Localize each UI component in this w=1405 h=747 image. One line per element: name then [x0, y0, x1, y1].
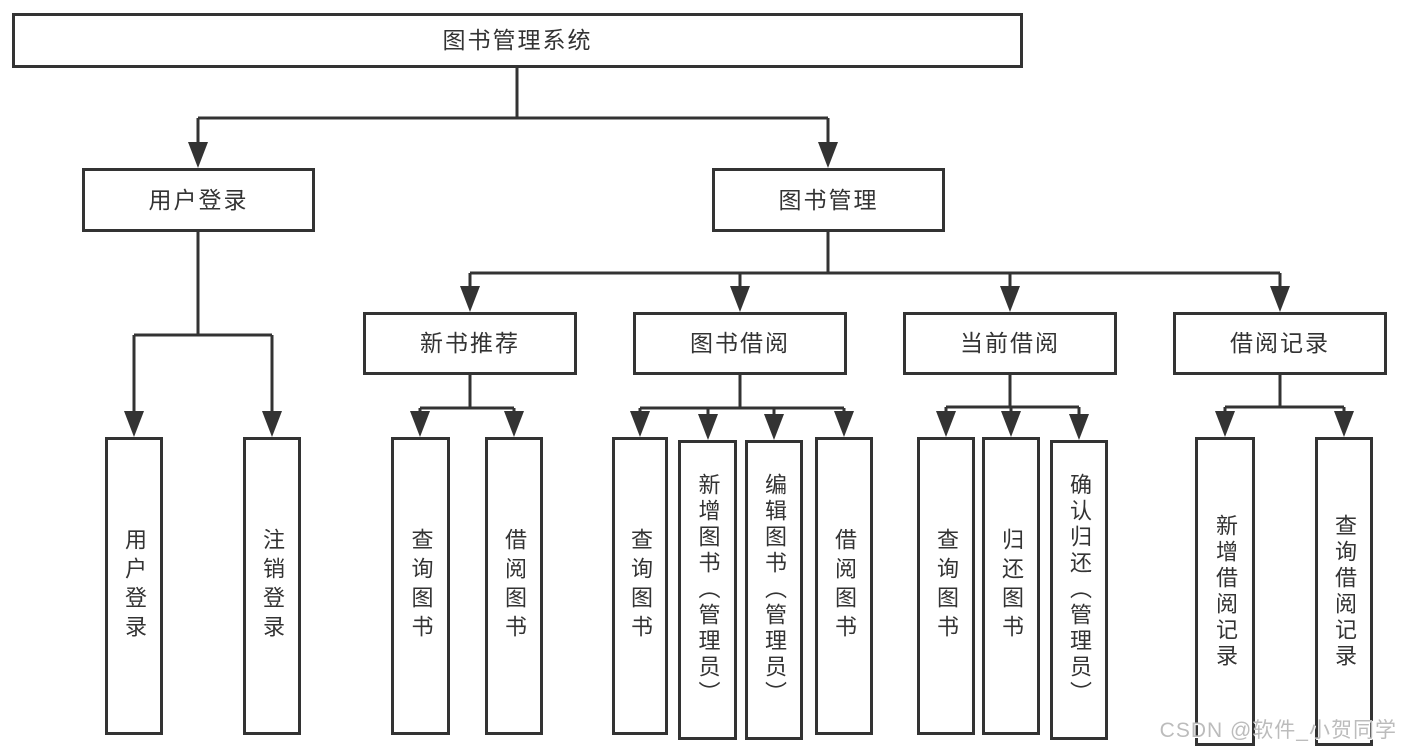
csdn-watermark: CSDN @软件_小贺同学	[1159, 719, 1397, 742]
node-current-borrowing: 当前借阅	[903, 312, 1117, 375]
node-label: 查询借阅记录	[1332, 513, 1357, 670]
leaf-br-query-record: 查询借阅记录	[1315, 437, 1373, 746]
leaf-bb-query-books: 查询图书	[612, 437, 668, 735]
node-label: 查询图书	[934, 528, 959, 644]
leaf-br-add-record: 新增借阅记录	[1195, 437, 1255, 746]
node-label: 图书管理系统	[442, 27, 593, 53]
node-label: 查询图书	[628, 528, 653, 644]
node-new-book-recommendation: 新书推荐	[363, 312, 577, 375]
node-label: 注销登录	[260, 528, 285, 644]
node-label: 图书借阅	[690, 330, 790, 356]
leaf-logout: 注销登录	[243, 437, 301, 735]
node-label: 借阅记录	[1230, 330, 1330, 356]
node-label: 确认归还（管理员）	[1067, 473, 1092, 707]
arrowhead-icons	[124, 142, 1354, 440]
leaf-cb-confirm-return-admin: 确认归还（管理员）	[1050, 440, 1108, 740]
node-label: 图书管理	[778, 186, 879, 213]
node-user-login: 用户登录	[82, 168, 315, 232]
leaf-cb-return-books: 归还图书	[982, 437, 1040, 735]
node-book-management: 图书管理	[712, 168, 945, 232]
node-label: 当前借阅	[960, 330, 1060, 356]
leaf-bb-edit-books-admin: 编辑图书（管理员）	[745, 440, 803, 740]
node-label: 新增借阅记录	[1213, 513, 1238, 670]
leaf-cb-query-books: 查询图书	[917, 437, 975, 735]
leaf-rec-borrow-books: 借阅图书	[485, 437, 543, 735]
node-label: 用户登录	[122, 528, 147, 644]
node-label: 用户登录	[148, 186, 249, 213]
leaf-rec-query-books: 查询图书	[391, 437, 450, 735]
leaf-bb-borrow-books: 借阅图书	[815, 437, 873, 735]
leaf-user-login: 用户登录	[105, 437, 163, 735]
node-label: 归还图书	[999, 528, 1024, 644]
node-label: 借阅图书	[502, 528, 527, 644]
node-label: 编辑图书（管理员）	[762, 473, 787, 707]
node-label: 借阅图书	[832, 528, 857, 644]
node-root-library-management-system: 图书管理系统	[12, 13, 1023, 68]
node-label: 新增图书（管理员）	[695, 473, 721, 707]
node-label: 新书推荐	[420, 330, 520, 356]
node-label: 查询图书	[408, 528, 434, 644]
leaf-bb-add-books-admin: 新增图书（管理员）	[678, 440, 737, 740]
node-borrowing-records: 借阅记录	[1173, 312, 1387, 375]
node-book-borrowing: 图书借阅	[633, 312, 847, 375]
